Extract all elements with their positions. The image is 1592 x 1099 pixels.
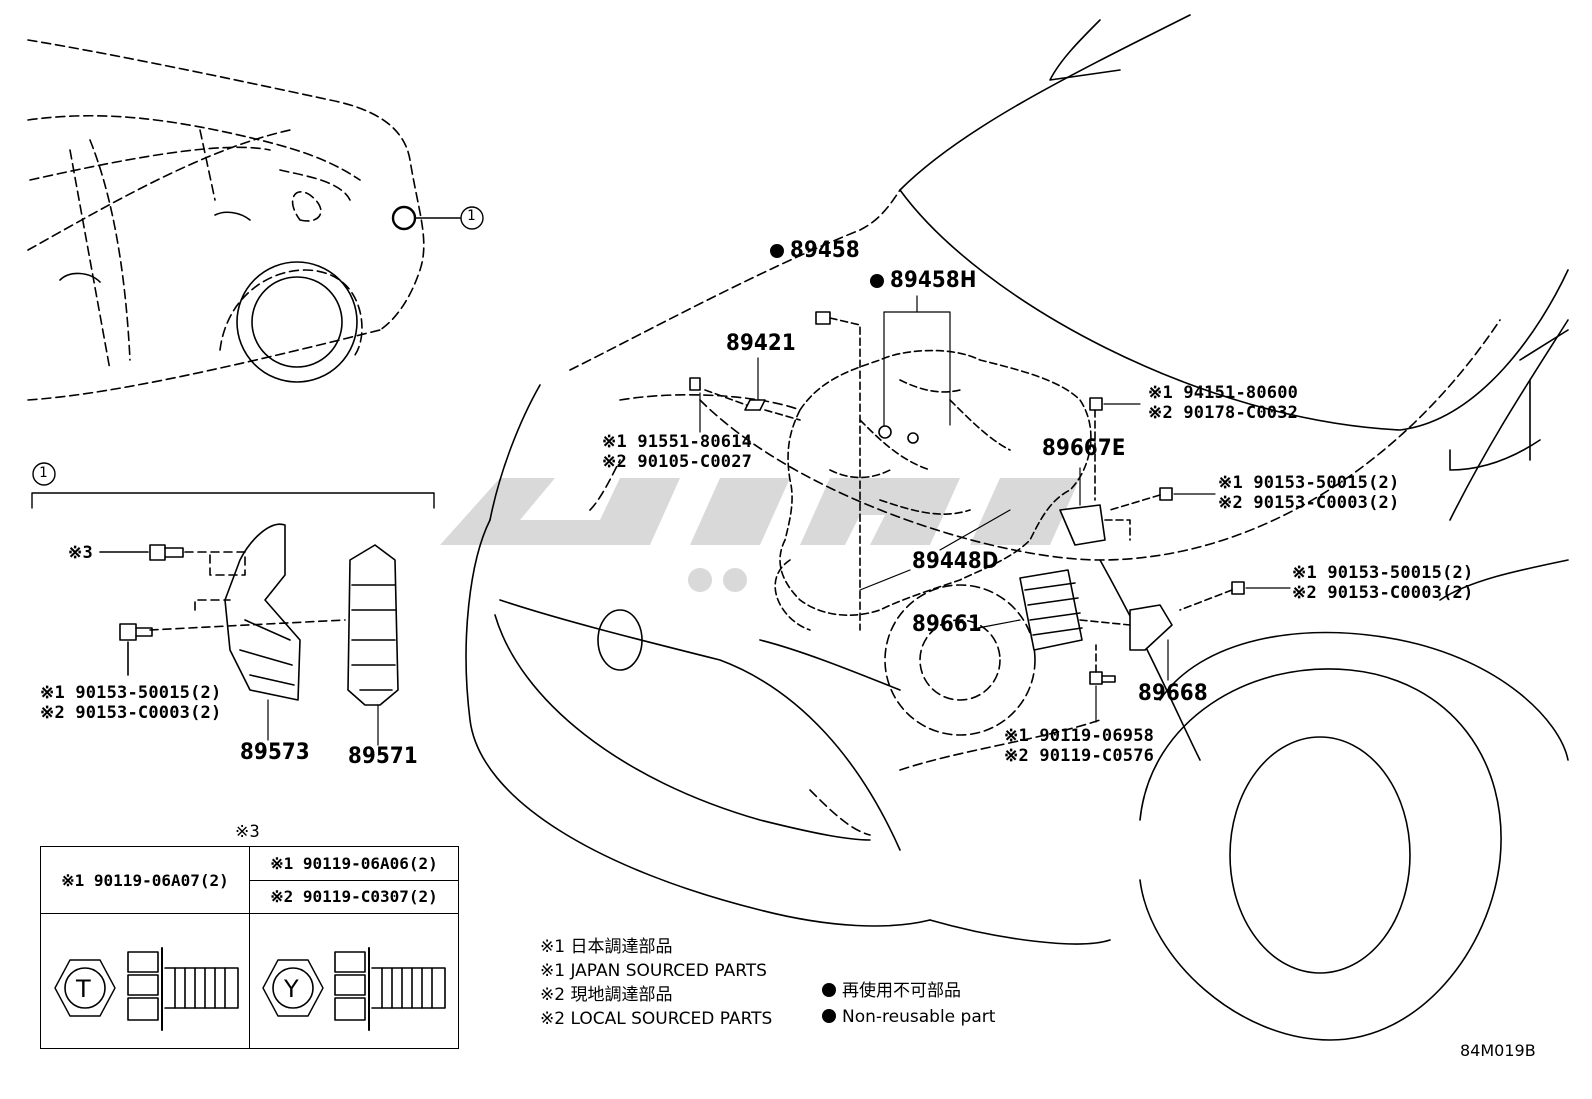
head-letter-t: T [76, 975, 91, 1003]
part-label-89661: 89661 [912, 612, 982, 637]
fastener-c1: ※1 90153-50015(2) [1218, 473, 1400, 493]
fastener-d2: ※2 90153-C0003(2) [1292, 583, 1474, 603]
non-reusable-dot-icon [770, 244, 784, 258]
fastener-c2: ※2 90153-C0003(2) [1218, 493, 1400, 513]
rear-part-marker [391, 205, 484, 231]
front-car-body [465, 14, 1569, 1041]
engine-cluster [774, 349, 1092, 631]
fastener-a1: ※1 94151-80600 [1148, 383, 1299, 403]
fastener-e1: ※1 90119-06958 [1004, 726, 1155, 746]
head-letter-y: Y [284, 975, 299, 1003]
part-label-89668: 89668 [1138, 681, 1208, 706]
table-left-header: ※1 90119-06A07(2) [40, 846, 250, 914]
bracket-callout-number: 1 [39, 465, 48, 481]
fastener-table: ※1 90119-06A07(2) ※1 90119-06A06(2) ※2 9… [40, 846, 459, 1049]
non-reusable-dot-icon [870, 274, 884, 288]
fastener-b1: ※1 91551-80614 [602, 432, 753, 452]
table-right-bottom: ※2 90119-C0307(2) [249, 879, 459, 914]
front-parts [689, 295, 1291, 723]
fastener-d1: ※1 90153-50015(2) [1292, 563, 1474, 583]
table-cell-head-y [249, 913, 459, 1049]
part-label-89573: 89573 [240, 740, 310, 765]
part-label-89571: 89571 [348, 744, 418, 769]
part-label-89458: 89458 [770, 240, 860, 262]
part-label-89448d: 89448D [912, 549, 999, 574]
watermark-logo [440, 478, 1080, 592]
legend-nonreusable-en: Non-reusable part [822, 1009, 995, 1026]
legend-nonreusable-jp: 再使用不可部品 [822, 983, 961, 1000]
fastener-g3: ※3 [68, 543, 93, 563]
diagram-code: 84M019B [1460, 1041, 1536, 1060]
bracket-area [31, 462, 435, 746]
fastener-f1: ※1 90153-50015(2) [40, 683, 222, 703]
table-right-top: ※1 90119-06A06(2) [249, 846, 459, 881]
legend-japan-en: ※1 JAPAN SOURCED PARTS [540, 961, 767, 981]
part-label-89421: 89421 [726, 331, 796, 356]
table-cell-head-t [40, 913, 250, 1049]
fastener-f2: ※2 90153-C0003(2) [40, 703, 222, 723]
fastener-b2: ※2 90105-C0027 [602, 452, 753, 472]
fastener-a2: ※2 90178-C0032 [1148, 403, 1299, 423]
non-reusable-dot-icon [822, 983, 836, 997]
legend-local-en: ※2 LOCAL SOURCED PARTS [540, 1009, 773, 1029]
rear-callout-number: 1 [467, 208, 476, 224]
rear-car-sketch [27, 39, 425, 401]
rear-car-solid [59, 211, 358, 383]
non-reusable-dot-icon [822, 1009, 836, 1023]
fastener-e2: ※2 90119-C0576 [1004, 746, 1155, 766]
part-label-89458h: 89458H [870, 270, 977, 292]
legend-japan-jp: ※1 日本調達部品 [540, 937, 673, 957]
table-caption: ※3 [235, 822, 260, 842]
part-label-89667e: 89667E [1042, 436, 1126, 461]
legend-local-jp: ※2 現地調達部品 [540, 985, 673, 1005]
